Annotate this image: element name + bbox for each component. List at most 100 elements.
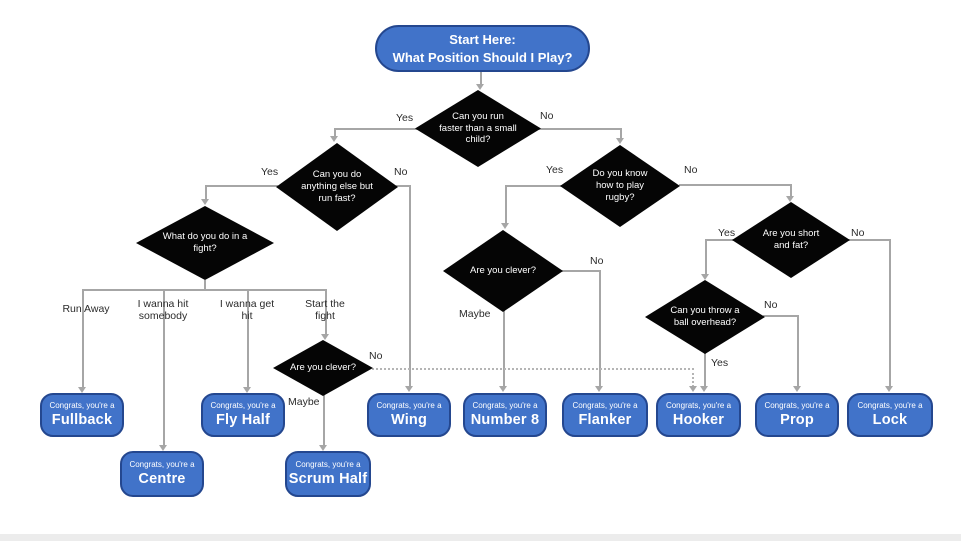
decision-throw-ball[interactable]: Can you throw a ball overhead? (645, 280, 765, 354)
decision-text: Are you clever? (289, 362, 356, 374)
start-node[interactable]: Start Here: What Position Should I Play? (375, 25, 590, 72)
connector (163, 289, 165, 446)
arrowhead-icon (701, 274, 709, 280)
edge-label-no: No (369, 350, 383, 362)
arrowhead-icon (78, 387, 86, 393)
position-name: Wing (390, 411, 428, 428)
edge-label-hit-somebody: I wanna hit somebody (137, 298, 189, 323)
edge-label-no: No (394, 166, 408, 178)
result-flanker[interactable]: Congrats, you're a Flanker (562, 393, 648, 437)
decision-clever-small[interactable]: Are you clever? (273, 340, 373, 396)
connector (334, 128, 336, 137)
arrowhead-icon (499, 386, 507, 392)
result-hooker[interactable]: Congrats, you're a Hooker (656, 393, 741, 437)
connector (480, 72, 482, 86)
position-name: Prop (780, 411, 814, 428)
connector (82, 289, 84, 388)
congrats-text: Congrats, you're a (295, 460, 361, 470)
edge-label-no: No (540, 110, 554, 122)
connector (705, 239, 735, 241)
connector (537, 128, 621, 130)
decision-run-faster[interactable]: Can you run faster than a small child? (415, 90, 541, 167)
footer-strip (0, 534, 961, 541)
connector (704, 352, 706, 387)
congrats-text: Congrats, you're a (764, 401, 830, 411)
arrowhead-icon (243, 387, 251, 393)
arrowhead-icon (405, 386, 413, 392)
decision-text: What do you do in a fight? (162, 231, 248, 254)
connector (205, 185, 207, 200)
connector (889, 239, 891, 387)
start-title: Start Here: (449, 31, 516, 47)
result-scrum-half[interactable]: Congrats, you're a Scrum Half (285, 451, 371, 497)
edge-label-maybe: Maybe (288, 396, 320, 408)
congrats-text: Congrats, you're a (49, 401, 115, 411)
connector (335, 128, 419, 130)
arrowhead-icon (201, 199, 209, 205)
connector (396, 185, 411, 187)
edge-label-start-fight: Start the fight (305, 298, 345, 323)
connector (205, 185, 278, 187)
connector (679, 184, 792, 186)
start-subtitle: What Position Should I Play? (392, 49, 573, 65)
arrowhead-icon (786, 196, 794, 202)
result-fly-half[interactable]: Congrats, you're a Fly Half (201, 393, 285, 437)
connector (561, 270, 601, 272)
result-number8[interactable]: Congrats, you're a Number 8 (463, 393, 547, 437)
position-name: Scrum Half (288, 470, 368, 487)
decision-fight[interactable]: What do you do in a fight? (136, 206, 274, 280)
congrats-text: Congrats, you're a (472, 401, 538, 411)
congrats-text: Congrats, you're a (665, 401, 732, 411)
connector (620, 128, 622, 139)
edge-label-maybe: Maybe (459, 308, 491, 320)
edge-label-get-hit: I wanna get hit (219, 298, 275, 323)
result-prop[interactable]: Congrats, you're a Prop (755, 393, 839, 437)
arrowhead-icon (616, 138, 624, 144)
connector (325, 289, 327, 335)
edge-label-yes: Yes (261, 166, 279, 178)
arrowhead-icon (793, 386, 801, 392)
position-name: Flanker (578, 411, 632, 428)
connector (82, 289, 326, 291)
edge-label-no: No (764, 299, 778, 311)
decision-anything-else[interactable]: Can you do anything else but run fast? (276, 143, 398, 231)
connector (505, 185, 562, 187)
edge-label-no: No (851, 227, 865, 239)
congrats-text: Congrats, you're a (210, 401, 276, 411)
connector (705, 239, 707, 275)
congrats-text: Congrats, you're a (129, 460, 195, 470)
connector (599, 270, 601, 387)
connector (409, 185, 411, 387)
edge-label-yes: Yes (546, 164, 564, 176)
arrowhead-icon (330, 136, 338, 142)
decision-text: Can you throw a ball overhead? (670, 305, 740, 328)
position-name: Centre (138, 470, 186, 487)
decision-short-fat[interactable]: Are you short and fat? (732, 202, 850, 278)
connector-dotted (372, 368, 694, 370)
congrats-text: Congrats, you're a (857, 401, 923, 411)
congrats-text: Congrats, you're a (376, 401, 442, 411)
position-name: Fly Half (216, 411, 270, 428)
decision-know-rugby[interactable]: Do you know how to play rugby? (560, 145, 680, 227)
connector (847, 239, 891, 241)
position-name: Fullback (51, 411, 113, 428)
edge-label-no: No (590, 255, 604, 267)
result-lock[interactable]: Congrats, you're a Lock (847, 393, 933, 437)
edge-label-yes: Yes (711, 357, 729, 369)
connector (763, 315, 799, 317)
arrowhead-icon (321, 334, 329, 340)
decision-text: Do you know how to play rugby? (592, 168, 648, 203)
edge-label-yes: Yes (396, 112, 414, 124)
connector (790, 184, 792, 197)
result-centre[interactable]: Congrats, you're a Centre (120, 451, 204, 497)
result-fullback[interactable]: Congrats, you're a Fullback (40, 393, 124, 437)
edge-label-run-away: Run Away (62, 303, 110, 315)
result-wing[interactable]: Congrats, you're a Wing (367, 393, 451, 437)
decision-text: Can you do anything else but run fast? (301, 169, 373, 204)
arrowhead-icon (689, 386, 697, 392)
decision-clever-mid[interactable]: Are you clever? (443, 230, 563, 312)
arrowhead-icon (700, 386, 708, 392)
edge-label-yes: Yes (718, 227, 736, 239)
arrowhead-icon (501, 223, 509, 229)
